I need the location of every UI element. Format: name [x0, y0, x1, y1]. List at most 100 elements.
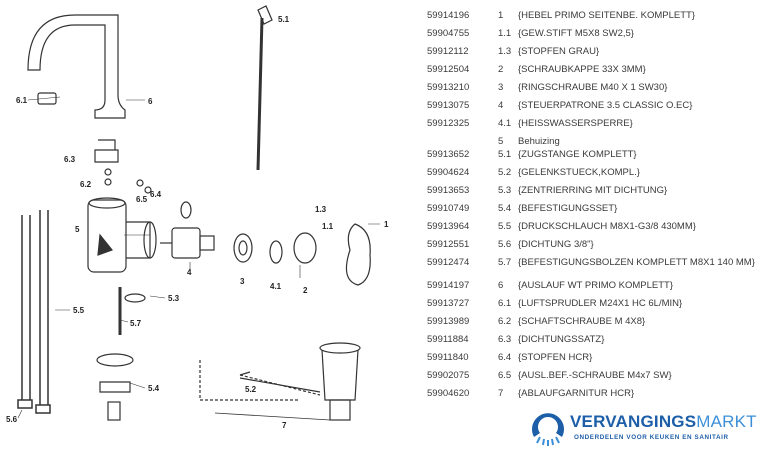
part-description: {GEW.STIFT M5X8 SW2,5}	[518, 28, 634, 39]
part-code: 59914197	[427, 280, 470, 291]
part-code: 59913210	[427, 82, 470, 93]
brand-name-light: MARKT	[696, 412, 757, 431]
part-description: {BEFESTIGUNGSSET}	[518, 203, 618, 214]
parts-row: 59913727 6.1 {LUFTSPRUDLER M24X1 HC 6L/MIN…	[427, 298, 757, 320]
callout-5.5: 5.5	[73, 306, 85, 315]
callout-2: 2	[303, 286, 308, 295]
callout-3: 3	[240, 277, 245, 286]
callout-6.1: 6.1	[16, 96, 28, 105]
parts-row: 59913652 5.1 {ZUGSTANGE KOMPLETT}	[427, 149, 757, 171]
part-description: {ABLAUFGARNITUR HCR}	[518, 388, 635, 399]
brand-name-bold: VERVANGINGS	[570, 412, 697, 431]
callout-6.3: 6.3	[64, 155, 76, 164]
part-position: 1.1	[498, 28, 512, 39]
vervangingsmarkt-logo: VERVANGINGSMARKT ONDERDELEN VOOR KEUKEN …	[528, 407, 758, 449]
drain-set	[199, 342, 361, 421]
part-description: {AUSLAUF WT PRIMO KOMPLETT}	[518, 280, 674, 291]
callout-6.5: 6.5	[136, 195, 148, 204]
part-code: 59912504	[427, 64, 470, 75]
lever	[345, 223, 371, 286]
part-position: 5	[498, 136, 504, 147]
part-description: {SCHRAUBKAPPE 33X 3MM}	[518, 64, 646, 75]
gasket-set	[94, 139, 119, 163]
spout	[27, 14, 126, 119]
part-position: 5.1	[498, 149, 512, 160]
part-position: 3	[498, 82, 504, 93]
parts-row: 59914197 6 {AUSLAUF WT PRIMO KOMPLETT}	[427, 280, 757, 302]
callout-5.7: 5.7	[130, 319, 142, 328]
parts-row: 59911840 6.4 {STOPFEN HCR}	[427, 352, 757, 374]
part-position: 6.5	[498, 370, 512, 381]
callout-4.1: 4.1	[270, 282, 282, 291]
part-code: 59912474	[427, 257, 470, 268]
brand-swirl-icon	[532, 413, 564, 446]
part-description: {STOPFEN GRAU}	[518, 46, 600, 57]
part-code: 59904624	[427, 167, 470, 178]
callout-1.3: 1.3	[315, 205, 327, 214]
callout-6.4: 6.4	[150, 190, 162, 199]
housing	[87, 197, 157, 273]
part-description: {DICHTUNGSSATZ}	[518, 334, 605, 345]
parts-row: 59912474 5.7 {BEFESTIGUNGSBOLZEN KOMPLETT …	[427, 257, 757, 279]
part-position: 2	[498, 64, 504, 75]
part-position: 4.1	[498, 118, 512, 129]
callout-5.3: 5.3	[168, 294, 180, 303]
part-description: {HEISSWASSERSPERRE}	[518, 118, 633, 129]
hoses	[17, 210, 51, 414]
parts-row: 59913210 3 {RINGSCHRAUBE M40 X 1 SW30}	[427, 82, 757, 104]
part-code: 59913989	[427, 316, 470, 327]
part-position: 6.2	[498, 316, 512, 327]
parts-row: 59911884 6.3 {DICHTUNGSSATZ}	[427, 334, 757, 356]
part-code: 59911884	[427, 334, 469, 345]
part-description: {GELENKSTUECK,KOMPL.}	[518, 167, 640, 178]
part-description: {HEBEL PRIMO SEITENBE. KOMPLETT}	[518, 10, 696, 21]
callout-1.1: 1.1	[322, 222, 334, 231]
callout-1: 1	[384, 220, 389, 229]
part-description: {BEFESTIGUNGSBOLZEN KOMPLETT M8X1 140 MM…	[518, 257, 755, 268]
part-description: {STOPFEN HCR}	[518, 352, 593, 363]
part-description: {LUFTSPRUDLER M24X1 HC 6L/MIN}	[518, 298, 683, 309]
aerator	[37, 92, 57, 105]
part-position: 6	[498, 280, 504, 291]
callout-6.2: 6.2	[80, 180, 92, 189]
part-description: {AUSL.BEF.-SCHRAUBE M4x7 SW}	[518, 370, 672, 381]
part-code: 59913727	[427, 298, 470, 309]
callout-6: 6	[148, 97, 153, 106]
part-position: 6.1	[498, 298, 512, 309]
part-code: 59904755	[427, 28, 470, 39]
brand-name: VERVANGINGSMARKT	[570, 412, 757, 432]
part-description: {ZUGSTANGE KOMPLETT}	[518, 149, 637, 160]
part-code: 59912551	[427, 239, 470, 250]
part-position: 1.3	[498, 46, 512, 57]
part-position: 5.4	[498, 203, 512, 214]
parts-row: 59912504 2 {SCHRAUBKAPPE 33X 3MM}	[427, 64, 757, 86]
part-position: 5.6	[498, 239, 512, 250]
part-description: {RINGSCHRAUBE M40 X 1 SW30}	[518, 82, 668, 93]
part-code: 59912112	[427, 46, 469, 57]
part-position: 6.4	[498, 352, 512, 363]
callout-5.6: 5.6	[6, 415, 18, 424]
callout-4: 4	[187, 268, 192, 277]
part-description: {STEUERPATRONE 3.5 CLASSIC O.EC}	[518, 100, 693, 111]
part-code: 59913652	[427, 149, 470, 160]
part-description: {ZENTRIERRING MIT DICHTUNG}	[518, 185, 668, 196]
part-position: 7	[498, 388, 504, 399]
faucet-drawing	[17, 5, 380, 421]
callout-5.1: 5.1	[278, 15, 290, 24]
part-code: 59913653	[427, 185, 470, 196]
cartridge	[160, 227, 215, 259]
exploded-parts-diagram: 5.1 6 6.1 6.3 6.2 6.4 6.5 5 4 3 4.1 2 1 …	[6, 5, 389, 430]
part-position: 5.5	[498, 221, 512, 232]
part-code: 59913075	[427, 100, 470, 111]
parts-row: 59904755 1.1 {GEW.STIFT M5X8 SW2,5}	[427, 28, 757, 50]
part-position: 5.2	[498, 167, 512, 178]
part-code: 59911840	[427, 352, 469, 363]
parts-row: 59912112 1.3 {STOPFEN GRAU}	[427, 46, 757, 68]
part-position: 6.3	[498, 334, 512, 345]
part-position: 5.7	[498, 257, 512, 268]
